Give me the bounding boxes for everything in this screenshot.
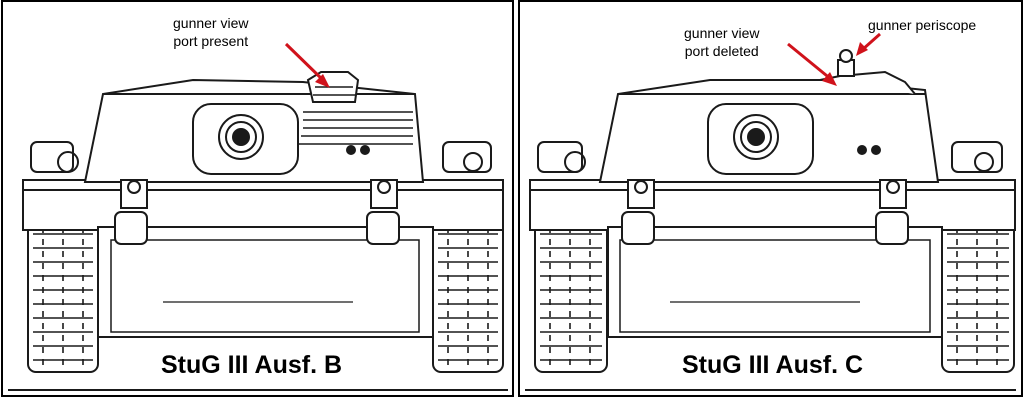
ausf-c-drawing — [525, 32, 1016, 391]
right-track — [941, 221, 1015, 373]
lower-hull — [97, 226, 434, 338]
gunner-periscope — [837, 49, 855, 77]
left-track — [27, 221, 99, 373]
fender-line — [22, 179, 504, 231]
callout-view-port-present: gunner view port present — [173, 14, 249, 50]
lower-hull — [607, 226, 943, 338]
callout-gunner-periscope: gunner periscope — [868, 17, 977, 33]
callout-view-port-deleted: gunner view port deleted — [684, 24, 760, 60]
gunner-view-port — [306, 71, 360, 103]
ausf-b-caption: StuG III Ausf. B — [161, 351, 343, 379]
left-track — [534, 221, 608, 373]
callout-line-2: port deleted — [684, 43, 759, 59]
fender-line — [529, 179, 1016, 231]
callout-line-2: port present — [173, 33, 249, 49]
ausf-b-drawing — [8, 42, 508, 391]
right-track — [432, 221, 504, 373]
ausf-c-caption: StuG III Ausf. C — [682, 351, 864, 379]
arrow-view-port-deleted — [787, 42, 833, 82]
arrow-view-port-present — [284, 42, 327, 84]
hatch-slats — [299, 111, 413, 145]
callout-line-1: gunner view — [173, 15, 249, 31]
roof-plate — [819, 70, 916, 95]
ausf-c-panel: gunner view port deleted gunner periscop… — [518, 0, 1023, 397]
callout-line-1: gunner view — [684, 25, 760, 41]
ausf-b-panel: gunner view port present StuG III Ausf. … — [1, 0, 514, 397]
